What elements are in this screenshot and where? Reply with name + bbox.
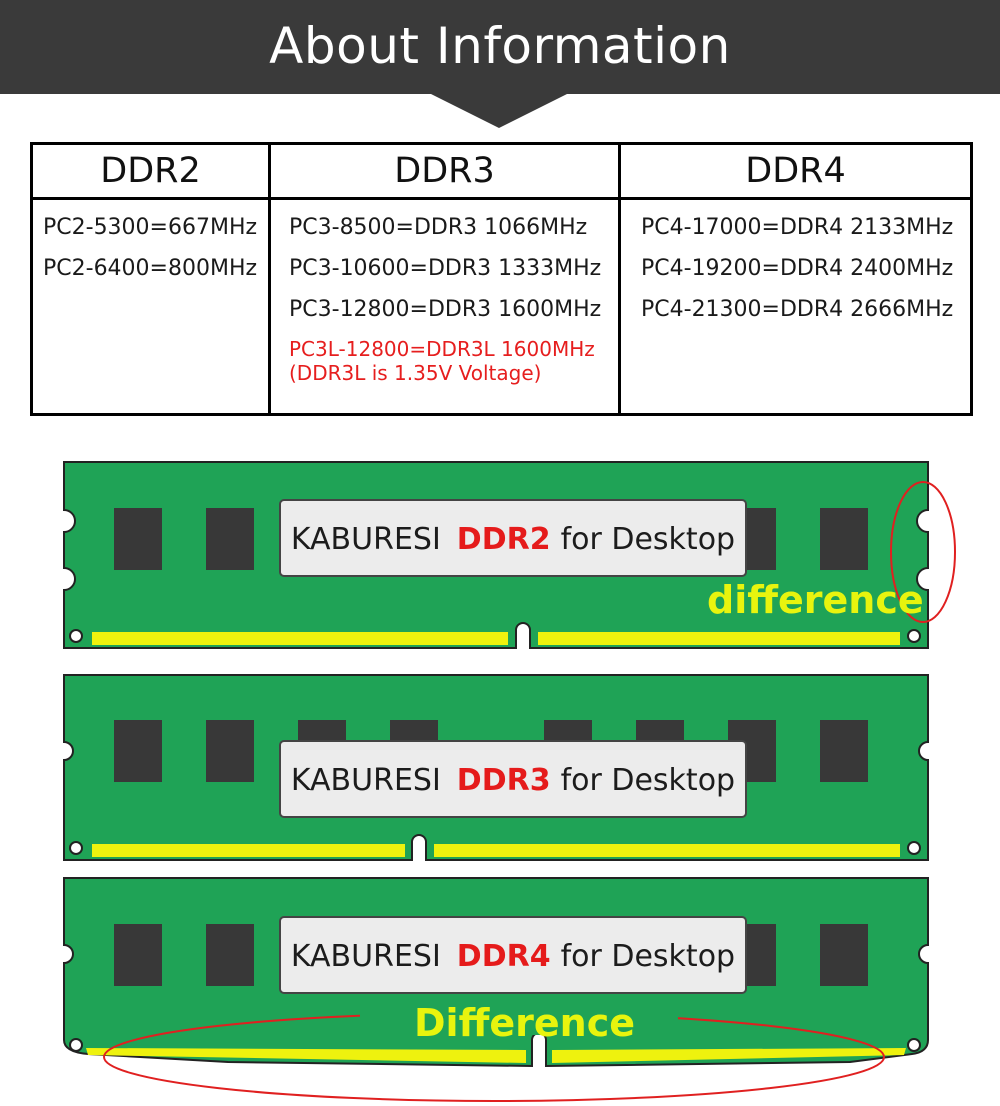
label-suffix: for Desktop bbox=[560, 939, 736, 974]
ddr3l-voltage-note: (DDR3L is 1.35V Voltage) bbox=[289, 361, 542, 385]
gold-contacts bbox=[552, 1048, 906, 1063]
spec-line: PC4-21300=DDR4 2666MHz bbox=[641, 297, 954, 322]
brand-name: KABURESI bbox=[290, 763, 441, 798]
ddr2-difference-note: difference bbox=[707, 578, 924, 622]
banner-pointer-arrow bbox=[431, 94, 567, 128]
page-title: About Information bbox=[269, 17, 731, 75]
memory-chip bbox=[206, 720, 254, 782]
generation-label: DDR4 bbox=[456, 939, 551, 974]
gold-contacts bbox=[92, 632, 508, 645]
ddr3l-note-line: PC3L-12800=DDR3L 1600MHz bbox=[289, 337, 595, 361]
memory-chip bbox=[114, 720, 162, 782]
memory-chip bbox=[206, 924, 254, 986]
mounting-hole bbox=[69, 629, 83, 643]
column-header-ddr2: DDR2 bbox=[30, 142, 271, 200]
mounting-hole bbox=[69, 1038, 83, 1052]
mounting-hole bbox=[69, 841, 83, 855]
mounting-hole bbox=[907, 1038, 921, 1052]
ellipse-text-gap bbox=[360, 1005, 678, 1035]
brand-name: KABURESI bbox=[290, 522, 441, 557]
table-header-row: DDR2 DDR3 DDR4 bbox=[30, 142, 973, 200]
generation-label: DDR3 bbox=[456, 763, 551, 798]
ddr3-module-label: KABURESI DDR3 for Desktop bbox=[279, 740, 747, 818]
ddr4-spec-cell: PC4-17000=DDR4 2133MHz PC4-19200=DDR4 24… bbox=[618, 197, 973, 416]
memory-chip bbox=[820, 924, 868, 986]
mounting-hole bbox=[907, 841, 921, 855]
gold-contacts bbox=[434, 844, 900, 857]
gold-contacts bbox=[538, 632, 900, 645]
spec-line: PC3-10600=DDR3 1333MHz bbox=[289, 256, 602, 281]
column-header-ddr3: DDR3 bbox=[268, 142, 621, 200]
table-row: PC2-5300=667MHz PC2-6400=800MHz PC3-8500… bbox=[30, 197, 973, 416]
memory-chip bbox=[114, 508, 162, 570]
mounting-hole bbox=[907, 629, 921, 643]
memory-chip bbox=[206, 508, 254, 570]
label-suffix: for Desktop bbox=[560, 522, 736, 557]
gold-contacts bbox=[92, 844, 405, 857]
memory-chip bbox=[820, 720, 868, 782]
spec-line: PC2-5300=667MHz bbox=[43, 215, 258, 240]
label-suffix: for Desktop bbox=[560, 763, 736, 798]
ddr4-module-label: KABURESI DDR4 for Desktop bbox=[279, 916, 747, 994]
spec-line: PC4-19200=DDR4 2400MHz bbox=[641, 256, 954, 281]
brand-name: KABURESI bbox=[290, 939, 441, 974]
spec-table: DDR2 DDR3 DDR4 PC2-5300=667MHz PC2-6400=… bbox=[30, 142, 973, 416]
ddr4-difference-note: Difference bbox=[414, 1001, 635, 1045]
column-header-ddr4: DDR4 bbox=[618, 142, 973, 200]
generation-label: DDR2 bbox=[456, 522, 551, 557]
ddr2-module-label: KABURESI DDR2 for Desktop bbox=[279, 499, 747, 577]
spec-line: PC4-17000=DDR4 2133MHz bbox=[641, 215, 954, 240]
header-banner bbox=[0, 0, 1000, 94]
ddr2-spec-cell: PC2-5300=667MHz PC2-6400=800MHz bbox=[30, 197, 271, 416]
difference-highlight-circle bbox=[890, 481, 956, 623]
gold-contacts bbox=[86, 1048, 526, 1063]
memory-chip bbox=[114, 924, 162, 986]
memory-chip bbox=[820, 508, 868, 570]
spec-line: PC3-8500=DDR3 1066MHz bbox=[289, 215, 588, 240]
spec-line: PC3-12800=DDR3 1600MHz bbox=[289, 297, 602, 322]
spec-line: PC2-6400=800MHz bbox=[43, 256, 258, 281]
ddr3-spec-cell: PC3-8500=DDR3 1066MHz PC3-10600=DDR3 133… bbox=[268, 197, 621, 416]
